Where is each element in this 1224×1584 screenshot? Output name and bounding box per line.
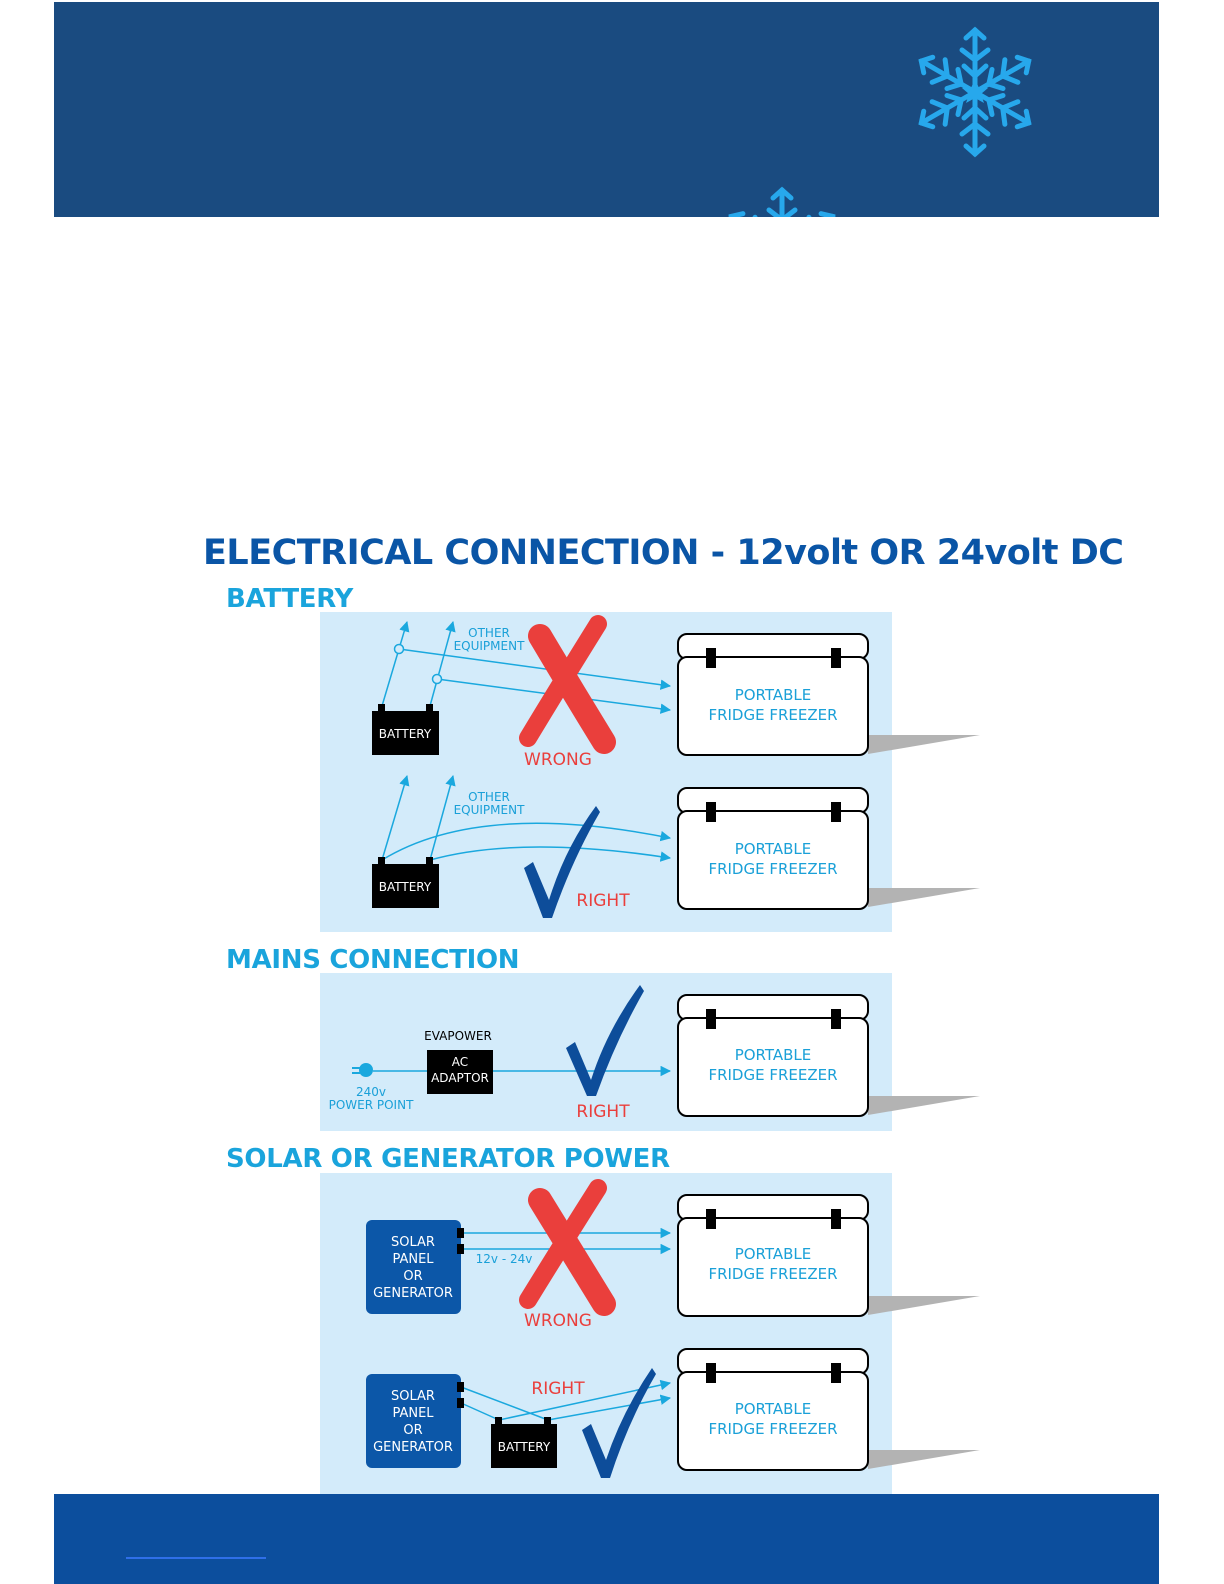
check-icon xyxy=(524,806,600,918)
power-point-label: 240v xyxy=(356,1085,386,1099)
other-equipment-label: EQUIPMENT xyxy=(454,803,525,817)
footer-link[interactable] xyxy=(126,1557,266,1559)
check-icon xyxy=(582,1368,656,1478)
solar-generator-unit: SOLAR PANEL OR GENERATOR xyxy=(366,1374,464,1468)
other-equipment-label: EQUIPMENT xyxy=(454,639,525,653)
evapower-label: EVAPOWER xyxy=(424,1029,492,1043)
fridge-label: FRIDGE FREEZER xyxy=(708,706,837,724)
solar-label: GENERATOR xyxy=(373,1440,453,1455)
solar-label: SOLAR xyxy=(391,1389,435,1404)
section-title-battery: BATTERY xyxy=(226,584,354,614)
fridge-unit: PORTABLE FRIDGE FREEZER xyxy=(677,1194,980,1317)
right-label: RIGHT xyxy=(576,1102,630,1122)
voltage-range-label: 12v - 24v xyxy=(476,1252,533,1266)
battery: BATTERY xyxy=(372,857,439,908)
battery: BATTERY xyxy=(372,704,439,755)
fridge-label: PORTABLE xyxy=(735,1245,812,1263)
fridge-unit: PORTABLE FRIDGE FREEZER xyxy=(677,787,980,910)
right-label: RIGHT xyxy=(531,1379,585,1399)
solar-label: PANEL xyxy=(392,1252,434,1267)
cross-icon xyxy=(519,615,616,754)
solar-label: PANEL xyxy=(392,1406,434,1421)
fridge-label: PORTABLE xyxy=(735,1046,812,1064)
battery-label: BATTERY xyxy=(498,1440,551,1454)
fridge-label: FRIDGE FREEZER xyxy=(708,860,837,878)
header-decoration xyxy=(54,26,1159,217)
ac-adaptor-label: ADAPTOR xyxy=(431,1071,489,1085)
fridge-label: FRIDGE FREEZER xyxy=(708,1265,837,1283)
footer-band xyxy=(54,1494,1159,1584)
cross-icon xyxy=(519,1179,616,1316)
battery-label: BATTERY xyxy=(379,727,432,741)
power-point-label: POWER POINT xyxy=(329,1098,414,1112)
solar-label: SOLAR xyxy=(391,1235,435,1250)
page-title: ELECTRICAL CONNECTION - 12volt OR 24volt… xyxy=(203,533,1124,573)
fridge-label: PORTABLE xyxy=(735,840,812,858)
fridge-unit: PORTABLE FRIDGE FREEZER xyxy=(677,1348,980,1471)
battery: BATTERY xyxy=(491,1417,557,1468)
check-icon xyxy=(566,985,644,1096)
plug-icon xyxy=(352,1063,373,1077)
fridge-label: PORTABLE xyxy=(735,686,812,704)
solar-generator-unit: SOLAR PANEL OR GENERATOR xyxy=(366,1220,464,1314)
right-label: RIGHT xyxy=(576,891,630,911)
snowflake-icon xyxy=(915,26,1035,154)
solar-label: OR xyxy=(403,1423,422,1438)
section-title-solar: SOLAR OR GENERATOR POWER xyxy=(226,1144,670,1174)
header-band xyxy=(54,2,1159,217)
wrong-label: WRONG xyxy=(524,1311,592,1331)
battery-label: BATTERY xyxy=(379,880,432,894)
fridge-unit: PORTABLE FRIDGE FREEZER xyxy=(677,994,980,1117)
fridge-label: FRIDGE FREEZER xyxy=(708,1420,837,1438)
solar-label: GENERATOR xyxy=(373,1286,453,1301)
section-title-mains: MAINS CONNECTION xyxy=(226,945,520,975)
fridge-unit: PORTABLE FRIDGE FREEZER xyxy=(677,633,980,756)
other-equipment-label: OTHER xyxy=(468,790,510,804)
ac-adaptor: AC ADAPTOR xyxy=(427,1050,493,1094)
other-equipment-label: OTHER xyxy=(468,626,510,640)
ac-adaptor-label: AC xyxy=(452,1055,468,1069)
fridge-label: FRIDGE FREEZER xyxy=(708,1066,837,1084)
fridge-label: PORTABLE xyxy=(735,1400,812,1418)
solar-label: OR xyxy=(403,1269,422,1284)
battery-right-wiring xyxy=(381,774,672,862)
wrong-label: WRONG xyxy=(524,750,592,770)
